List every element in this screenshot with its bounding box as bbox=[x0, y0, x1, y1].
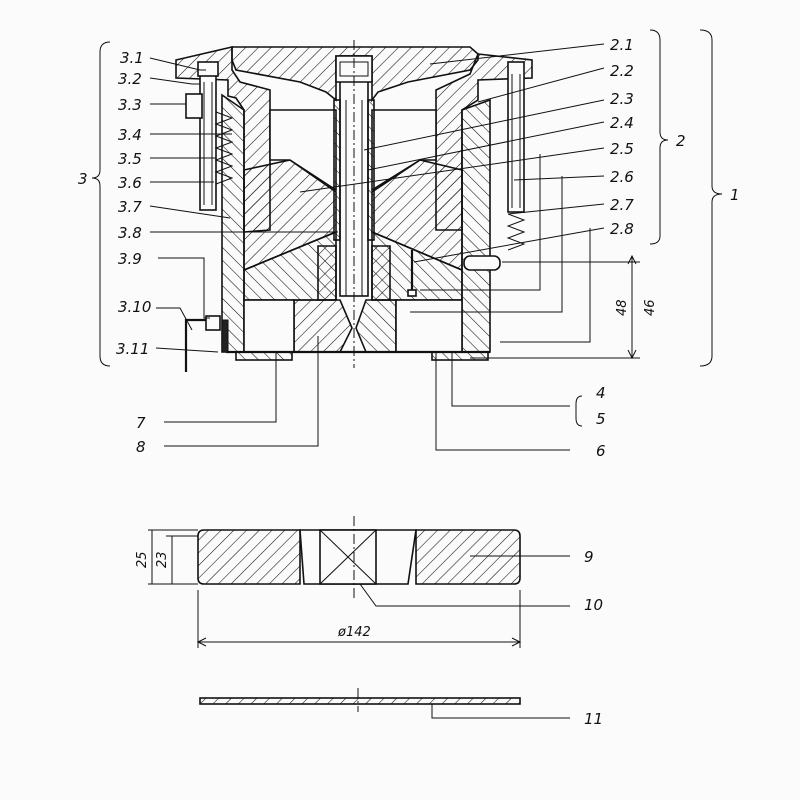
label-3-4: 3.4 bbox=[118, 126, 142, 144]
upper-assembly-section bbox=[175, 40, 533, 372]
shim-plate bbox=[199, 688, 570, 719]
left-bolt bbox=[199, 69, 217, 211]
punch-tip bbox=[293, 299, 353, 353]
dim-46: 46 bbox=[643, 299, 658, 316]
group-label-3: 3 bbox=[78, 170, 88, 188]
left-nut bbox=[185, 93, 203, 119]
label-2-3: 2.3 bbox=[610, 90, 634, 108]
leader-lines-upper bbox=[149, 43, 640, 451]
label-3-11: 3.11 bbox=[116, 340, 149, 358]
part-label-7: 7 bbox=[136, 414, 146, 432]
label-2-1: 2.1 bbox=[610, 36, 634, 54]
label-2-8: 2.8 bbox=[610, 220, 634, 238]
right-outer-wall bbox=[461, 98, 491, 353]
part-label-8: 8 bbox=[136, 438, 146, 456]
label-2-2: 2.2 bbox=[610, 62, 634, 80]
left-spring bbox=[214, 111, 234, 185]
left-lower-cavity bbox=[243, 299, 295, 353]
lever-3-10 bbox=[184, 318, 206, 372]
plate-left-half bbox=[197, 529, 301, 585]
group-braces bbox=[91, 29, 723, 427]
ejector-cavity bbox=[395, 299, 463, 353]
label-2-6: 2.6 bbox=[610, 168, 634, 186]
part-label-10: 10 bbox=[584, 596, 603, 614]
label-3-1: 3.1 bbox=[120, 49, 144, 67]
label-3-2: 3.2 bbox=[118, 70, 142, 88]
part-label-9: 9 bbox=[584, 548, 594, 566]
label-3-3: 3.3 bbox=[118, 96, 142, 114]
part-label-6: 6 bbox=[596, 442, 606, 460]
labels: 3.1 3.2 3.3 3.4 3.5 3.6 3.7 3.8 3.9 3.10… bbox=[78, 36, 740, 728]
right-bolt bbox=[507, 61, 525, 213]
bushing bbox=[333, 99, 341, 241]
inner-cavity bbox=[269, 109, 337, 192]
dim-25: 25 bbox=[135, 551, 150, 568]
bottom-plate-left bbox=[235, 351, 293, 361]
left-bolt-head bbox=[197, 61, 219, 77]
part-label-4: 4 bbox=[596, 384, 606, 402]
dimension-height bbox=[627, 254, 637, 360]
lever-block bbox=[205, 315, 221, 331]
part-label-5: 5 bbox=[596, 410, 606, 428]
group-label-2: 2 bbox=[676, 132, 686, 150]
shim bbox=[199, 697, 521, 705]
dim-diameter: ø142 bbox=[337, 625, 371, 640]
right-spring bbox=[506, 213, 526, 251]
label-3-7: 3.7 bbox=[118, 198, 142, 216]
punch-sleeve bbox=[317, 245, 337, 301]
bottom-plate-right bbox=[431, 351, 489, 361]
label-2-4: 2.4 bbox=[610, 114, 634, 132]
guide-pin bbox=[463, 255, 501, 271]
dim-48: 48 bbox=[615, 299, 630, 316]
part-label-11: 11 bbox=[584, 710, 603, 728]
dim-23: 23 bbox=[155, 551, 170, 568]
plate-right-half bbox=[415, 529, 521, 585]
group-label-1: 1 bbox=[730, 186, 740, 204]
label-3-10: 3.10 bbox=[118, 298, 151, 316]
label-3-9: 3.9 bbox=[118, 250, 142, 268]
label-3-8: 3.8 bbox=[118, 224, 142, 242]
label-3-5: 3.5 bbox=[118, 150, 142, 168]
label-2-5: 2.5 bbox=[610, 140, 634, 158]
label-2-7: 2.7 bbox=[610, 196, 634, 214]
die-plate bbox=[148, 516, 570, 648]
label-3-6: 3.6 bbox=[118, 174, 142, 192]
